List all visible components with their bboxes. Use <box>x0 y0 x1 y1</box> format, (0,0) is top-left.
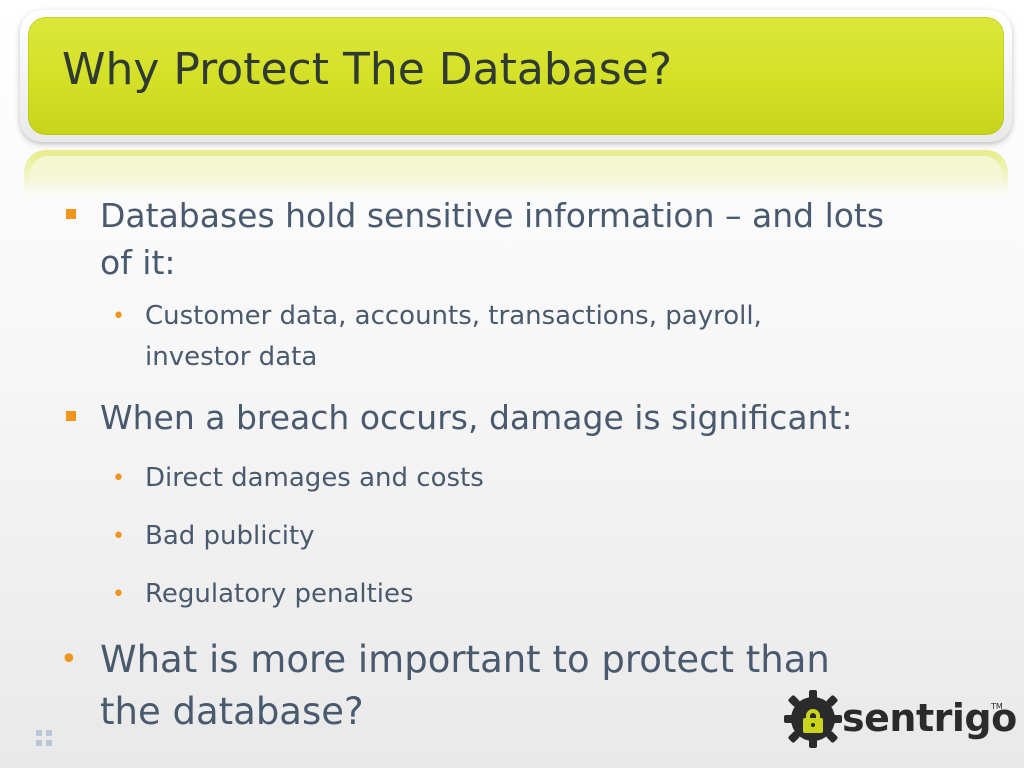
dot-bullet-icon: • <box>112 466 125 491</box>
dot-bullet-icon: • <box>112 304 125 329</box>
bullet-text-line: Bad publicity <box>145 521 315 551</box>
gear-lock-icon <box>784 690 842 748</box>
bullet-text-line: When a breach occurs, damage is signific… <box>100 398 853 437</box>
bullet-text-line: Regulatory penalties <box>145 579 414 609</box>
bullet-text-line: investor data <box>145 342 318 372</box>
sentrigo-logo: sentrigo TM <box>782 686 1017 756</box>
title-banner <box>28 17 1004 135</box>
slide-title: Why Protect The Database? <box>62 44 673 95</box>
bullet-text-line: Databases hold sensitive information – a… <box>100 196 885 235</box>
bullet-text-line: the database? <box>100 690 364 733</box>
bullet-text-line: What is more important to protect than <box>100 638 830 681</box>
square-bullet-icon <box>66 411 76 421</box>
bullet-text-line: of it: <box>100 243 176 282</box>
title-reflection-highlight <box>30 156 1002 196</box>
dot-bullet-icon: • <box>60 642 78 677</box>
bullet-text-line: Direct damages and costs <box>145 463 484 493</box>
logo-trademark: TM <box>991 702 1003 711</box>
dot-bullet-icon: • <box>112 582 125 607</box>
dot-bullet-icon: • <box>112 524 125 549</box>
logo-wordmark: sentrigo <box>842 696 1017 740</box>
bullet-text-line: Customer data, accounts, transactions, p… <box>145 301 762 331</box>
grid-dots-icon <box>36 730 52 746</box>
square-bullet-icon <box>66 209 76 219</box>
